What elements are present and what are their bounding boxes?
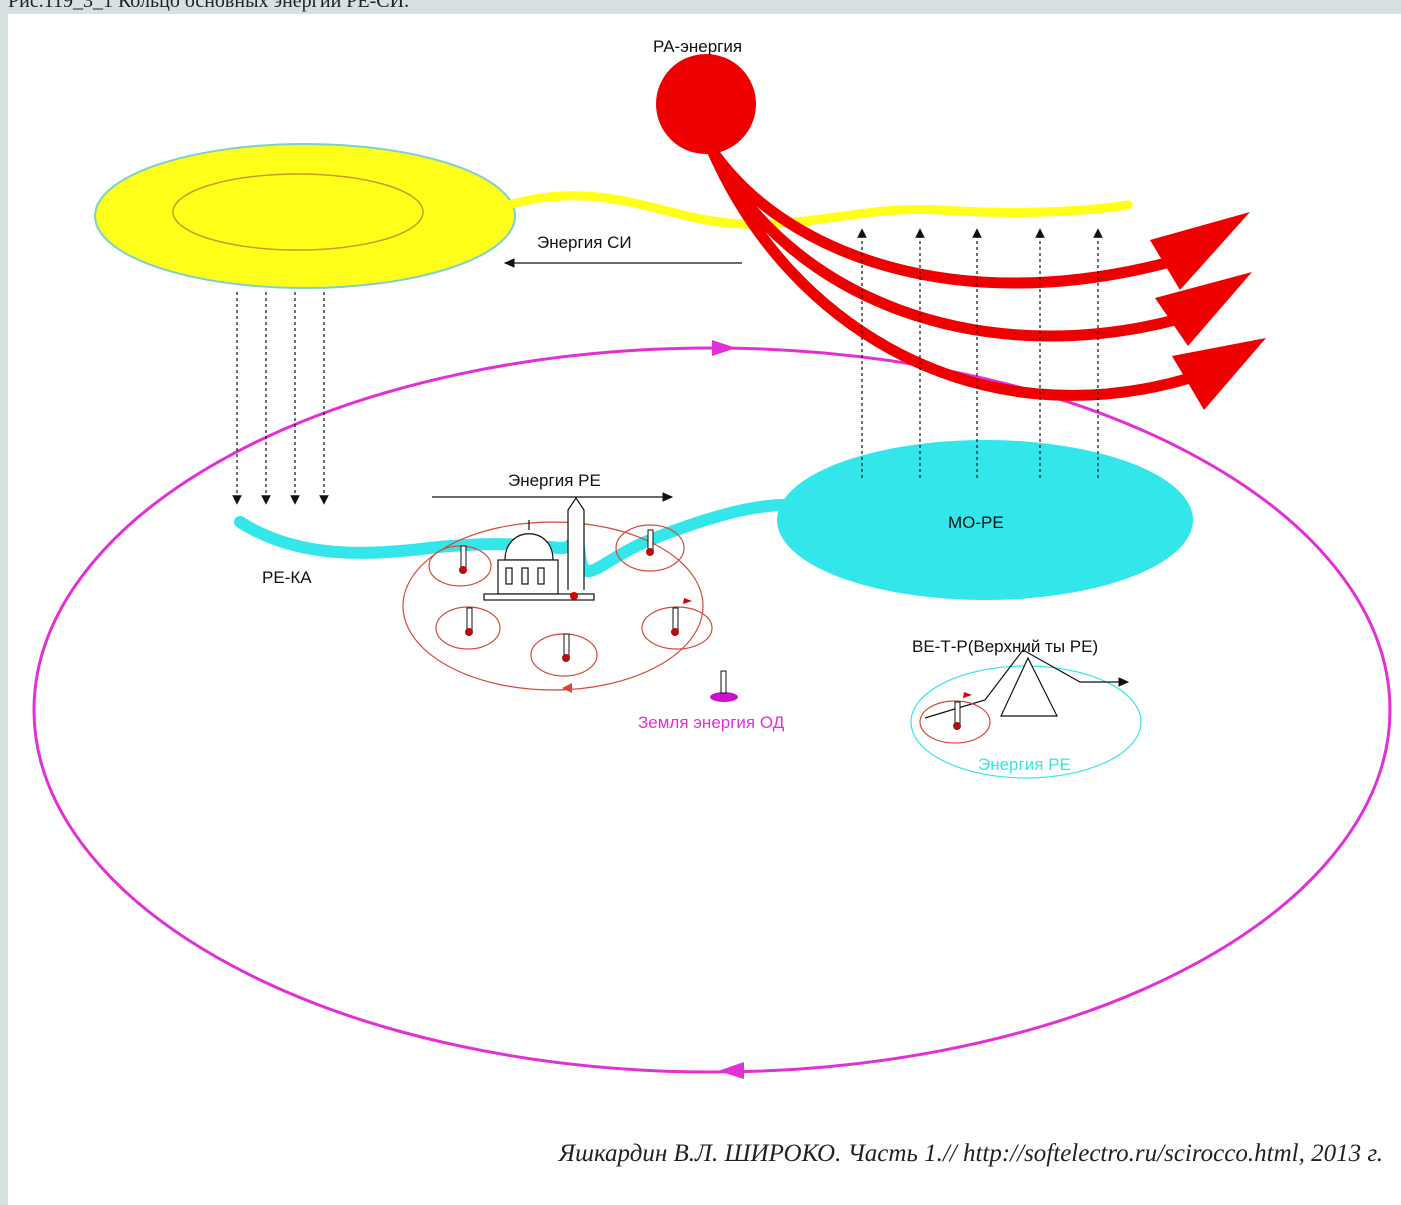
veter-line: [924, 649, 1130, 719]
ra-arrow-heads: [1150, 212, 1266, 410]
label-ra-energy: РА-энергия: [653, 37, 742, 56]
label-si-energy: Энергия СИ: [537, 233, 632, 252]
ring-arrow-bottom: [718, 1062, 744, 1079]
label-zemlya-od: Земля энергия ОД: [638, 713, 785, 732]
source-credit: Яшкардин В.Л. ШИРОКО. Часть 1.// http://…: [558, 1140, 1383, 1167]
earth-od-icon: [710, 670, 738, 702]
label-re-energy-top: Энергия РЕ: [508, 471, 601, 490]
si-inner-ellipse: [172, 173, 424, 251]
label-re-energy-bottom: Энергия РЕ: [978, 755, 1071, 774]
ring-arrow-top: [712, 340, 736, 356]
whirl-unit-5: [641, 598, 713, 650]
village-ellipse: [402, 521, 704, 691]
temple-icon: [483, 496, 595, 601]
whirl-unit-2: [615, 524, 685, 572]
label-re-ka: РЕ-КА: [262, 568, 312, 587]
si-down-arrows: [232, 292, 329, 505]
veter-triangle: [1000, 656, 1058, 717]
whirl-unit-6: [919, 692, 991, 744]
whirl-unit-1: [428, 545, 492, 587]
ra-sphere: [656, 54, 756, 154]
whirl-unit-3: [435, 606, 501, 650]
label-veter: ВЕ-Т-Р(Верхний ты РЕ): [912, 637, 1098, 656]
mo-re-ellipse: [777, 440, 1193, 600]
si-ellipse: [94, 143, 516, 289]
ra-energy-arrows: [706, 144, 1196, 401]
mo-re-up-arrows: [857, 228, 1103, 478]
figure-caption: Рис.119_3_1 Кольцо основных энергий РЕ-С…: [8, 0, 410, 12]
si-energy-wave: [507, 191, 1133, 229]
label-mo-re: МО-РЕ: [948, 513, 1004, 532]
whirl-unit-4: [530, 633, 598, 677]
village-arrow: [562, 683, 572, 693]
temple-dot: [570, 592, 578, 600]
